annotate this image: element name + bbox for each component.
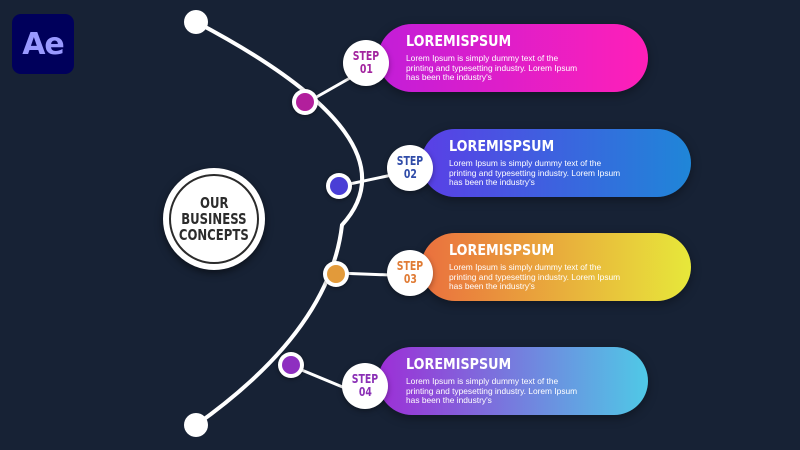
center-title-line-2: BUSINESS — [181, 210, 247, 228]
step-2-word: STEP — [396, 154, 424, 168]
step-3-node — [323, 261, 349, 287]
step-3-body: Lorem Ipsum is simply dummy text of the … — [449, 262, 621, 292]
step-3-number: 03 — [403, 272, 417, 286]
center-title-ring: OUR BUSINESS CONCEPTS — [169, 174, 259, 264]
curve-start-dot — [184, 10, 208, 34]
curve-end-dot — [184, 413, 208, 437]
step-1-word: STEP — [352, 49, 380, 63]
step-2-body: Lorem Ipsum is simply dummy text of the … — [449, 158, 621, 188]
logo-text: Ae — [22, 26, 65, 62]
step-4-word: STEP — [351, 372, 379, 386]
step-4-title: LOREMISPSUM — [406, 355, 512, 373]
step-1-node — [292, 89, 318, 115]
center-title-line-1: OUR — [199, 194, 229, 212]
step-4-badge: STEP 04 — [342, 363, 388, 409]
step-1-number: 01 — [359, 62, 373, 76]
step-2-node — [326, 173, 352, 199]
step-3-title: LOREMISPSUM — [449, 241, 555, 259]
step-2-title: LOREMISPSUM — [449, 137, 555, 155]
step-4-card: LOREMISPSUM Lorem Ipsum is simply dummy … — [378, 347, 648, 415]
step-1-body: Lorem Ipsum is simply dummy text of the … — [406, 53, 578, 83]
step-4-node — [278, 352, 304, 378]
center-title-circle: OUR BUSINESS CONCEPTS — [163, 168, 265, 270]
step-3-card: LOREMISPSUM Lorem Ipsum is simply dummy … — [421, 233, 691, 301]
step-3-badge: STEP 03 — [387, 250, 433, 296]
after-effects-logo: Ae — [12, 14, 74, 74]
step-2-card: LOREMISPSUM Lorem Ipsum is simply dummy … — [421, 129, 691, 197]
step-1-title: LOREMISPSUM — [406, 32, 512, 50]
center-title-line-3: CONCEPTS — [179, 226, 249, 244]
step-2-number: 02 — [403, 167, 417, 181]
step-4-number: 04 — [358, 385, 372, 399]
step-4-body: Lorem Ipsum is simply dummy text of the … — [406, 376, 578, 406]
step-3-word: STEP — [396, 259, 424, 273]
step-2-badge: STEP 02 — [387, 145, 433, 191]
step-1-card: LOREMISPSUM Lorem Ipsum is simply dummy … — [378, 24, 648, 92]
step-1-badge: STEP 01 — [343, 40, 389, 86]
